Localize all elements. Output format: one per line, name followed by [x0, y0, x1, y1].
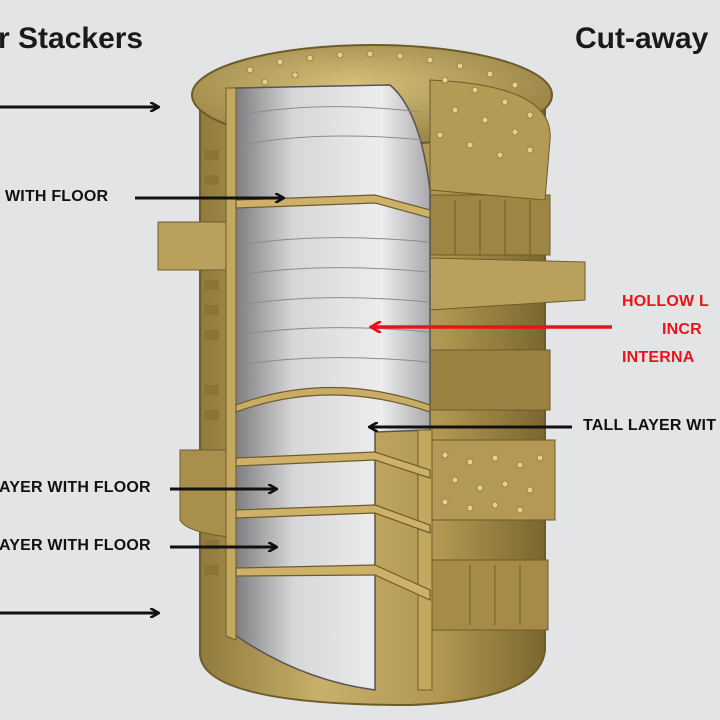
heading-left: r Stackers: [0, 22, 144, 55]
label-layer-with-floor-1: AYER WITH FLOOR: [0, 479, 151, 496]
label-layer-with-floor-top: WITH FLOOR: [5, 188, 109, 205]
label-hollow-line-1: HOLLOW L: [622, 293, 709, 310]
label-hollow-line-3: INTERNA: [622, 349, 695, 366]
label-tall-layer: TALL LAYER WIT: [583, 417, 717, 434]
annotation-arrows: [0, 107, 612, 613]
heading-right: Cut-away: [575, 22, 709, 55]
surface-dots: [246, 50, 544, 514]
label-hollow-line-2: INCR: [662, 321, 702, 338]
label-layer-with-floor-2: AYER WITH FLOOR: [0, 537, 151, 554]
